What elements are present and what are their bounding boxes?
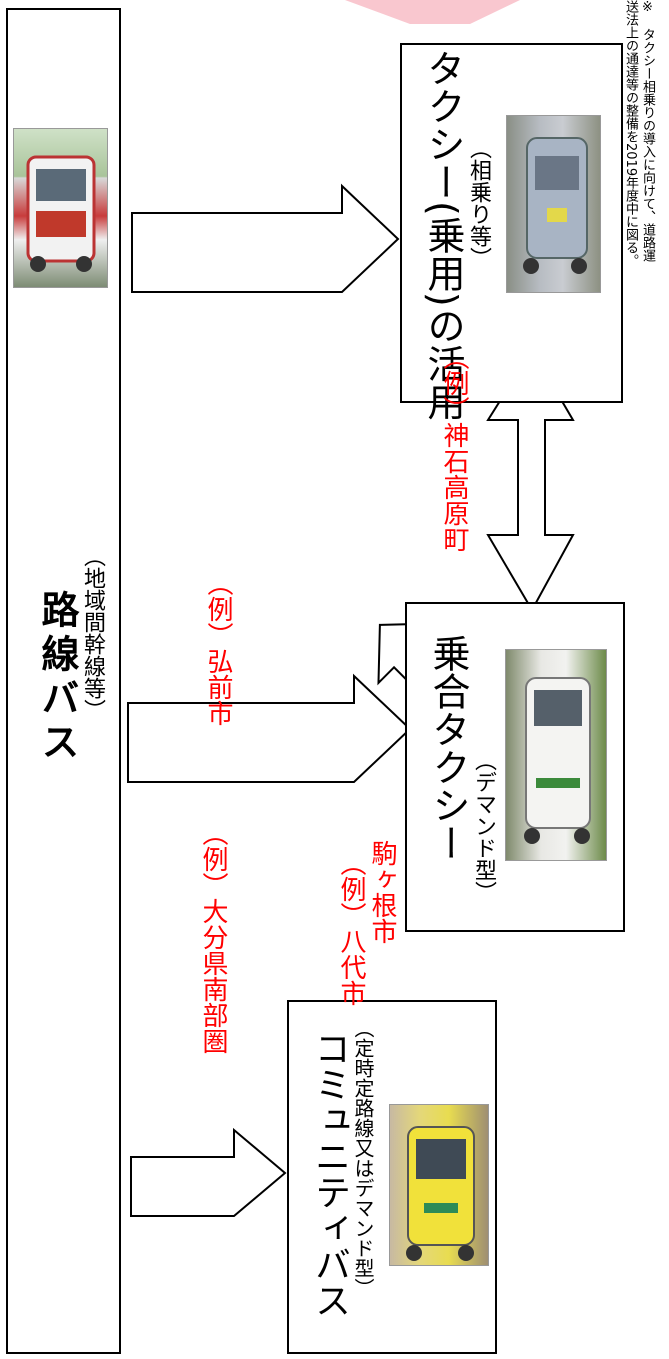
example-hirosaki: （例）弘前市 xyxy=(203,570,233,726)
taxi-use-box: タクシー(乗用)の活用 （相乗り等） xyxy=(400,43,623,421)
example-yashiro: （例）八代市 xyxy=(336,850,366,1006)
route-bus-box: 路線バス （地域間幹線等） xyxy=(6,8,121,1354)
arrow-routebus-to-sharedtaxi xyxy=(127,673,412,783)
community-bus-subtitle: （定時定路線又はデマンド型） xyxy=(351,1018,375,1298)
example-oita: （例）大分県南部圏 xyxy=(198,820,228,1054)
shared-taxi-title: 乗合タクシー xyxy=(426,634,470,862)
community-bus-title: コミュニティバス xyxy=(309,1030,350,1318)
shared-taxi-photo xyxy=(505,649,607,861)
note-line1: ※ タクシー相乗りの導入に向けて、道路運 xyxy=(640,0,655,262)
example-kamiishi: （例）神石高原町 xyxy=(439,344,469,552)
van-icon xyxy=(524,677,591,844)
route-bus-subtitle: （地域間幹線等） xyxy=(80,545,105,721)
route-bus-title: 路線バス xyxy=(35,590,79,766)
shared-taxi-box: 乗合タクシー （デマンド型） xyxy=(405,602,625,932)
bus-icon xyxy=(26,155,96,272)
route-bus-photo xyxy=(13,128,108,288)
minibus-icon xyxy=(406,1126,475,1261)
top-pink-arrow xyxy=(345,0,520,24)
community-bus-box: コミュニティバス （定時定路線又はデマンド型） xyxy=(287,1000,497,1354)
arrow-routebus-to-taxi xyxy=(131,183,400,293)
taxi-use-subtitle: （相乗り等） xyxy=(466,137,491,269)
shared-taxi-subtitle: （デマンド型） xyxy=(471,749,496,903)
arrow-routebus-to-communitybus xyxy=(130,1127,287,1217)
community-bus-photo xyxy=(389,1104,489,1266)
taxi-use-title: タクシー(乗用)の活用 xyxy=(421,49,465,421)
taxi-photo xyxy=(506,115,601,293)
note-line2: 送法上の通達等の整備を2019年度中に図る。 xyxy=(623,0,638,268)
example-komagane: 駒ヶ根市 xyxy=(367,840,397,944)
taxi-icon xyxy=(523,137,588,274)
